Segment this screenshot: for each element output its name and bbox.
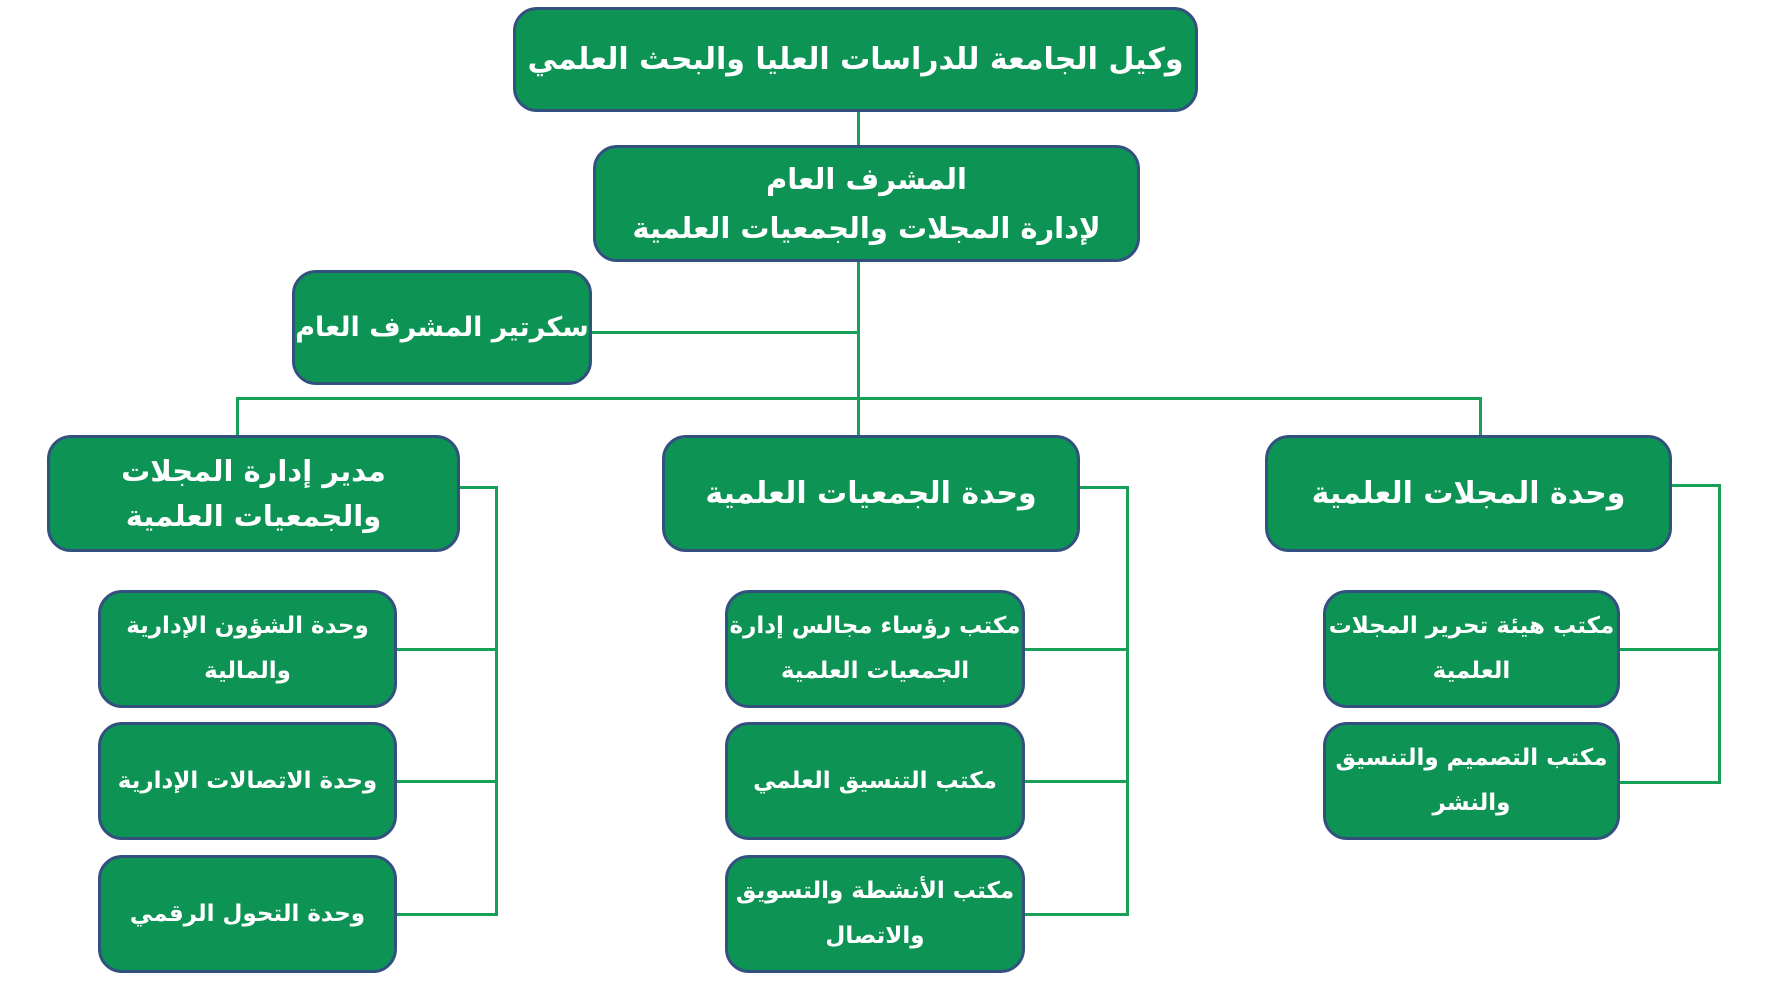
connector-stub-journals-unit [1479,397,1482,437]
node-activities-marketing-office: مكتب الأنشطة والتسويق والاتصال [725,855,1025,973]
node-label-line: وحدة الاتصالات الإدارية [117,767,378,794]
node-label-line: مكتب رؤساء مجالس إدارة [729,613,1021,640]
node-label-line: سكرتير المشرف العام [295,311,589,343]
connector-stub-director [236,397,239,437]
node-label-line: والاتصال [825,923,925,949]
node-label-line: والجمعيات العلمية [125,499,382,533]
node-label-line: المشرف العام [766,162,967,197]
node-label-line: وحدة التحول الرقمي [129,900,366,927]
connector-distributor [236,397,1482,400]
node-general-supervisor: المشرف العام لإدارة المجلات والجمعيات ال… [593,145,1140,262]
node-digital-transformation-unit: وحدة التحول الرقمي [98,855,397,973]
node-vice-rector: وكيل الجامعة للدراسات العليا والبحث العل… [513,7,1198,112]
node-boards-chairs-office: مكتب رؤساء مجالس إدارة الجمعيات العلمية [725,590,1025,708]
connector-admin-comms [396,780,496,783]
connector-editorial-office [1619,648,1719,651]
node-director: مدير إدارة المجلات والجمعيات العلمية [47,435,460,552]
connector-vice-rector-to-supervisor [857,110,860,148]
node-label-line: العلمية [1432,658,1511,684]
connector-digital [396,913,496,916]
node-label-line: مكتب التنسيق العلمي [753,767,997,794]
connector-design-office [1619,781,1719,784]
node-label-line: مكتب هيئة تحرير المجلات [1328,613,1615,640]
node-secretary: سكرتير المشرف العام [292,270,592,385]
connector-boards-office [1024,648,1127,651]
node-scientific-coordination-office: مكتب التنسيق العلمي [725,722,1025,840]
node-label-line: وحدة المجلات العلمية [1311,475,1626,511]
connector-director-to-spine [458,486,498,489]
connector-left-spine [495,486,498,916]
node-label-line: والمالية [204,658,291,684]
connector-societies-to-spine [1078,486,1129,489]
node-admin-comms-unit: وحدة الاتصالات الإدارية [98,722,397,840]
node-label-line: مدير إدارة المجلات [121,453,386,488]
node-label-line: والنشر [1432,790,1511,816]
connector-secretary [590,331,859,334]
connector-middle-spine [1126,486,1129,916]
node-admin-financial-unit: وحدة الشؤون الإدارية والمالية [98,590,397,708]
connector-supervisor-to-branches [857,260,860,437]
connector-admin-financial [396,648,496,651]
connector-journals-to-spine [1670,484,1721,487]
node-societies-unit: وحدة الجمعيات العلمية [662,435,1080,552]
connector-right-spine [1718,484,1721,784]
node-label-line: الجمعيات العلمية [780,658,970,684]
node-journals-unit: وحدة المجلات العلمية [1265,435,1672,552]
connector-activities-office [1024,913,1127,916]
node-label-line: وحدة الشؤون الإدارية [126,613,369,640]
node-label-line: مكتب الأنشطة والتسويق [735,878,1015,905]
node-label-line: وكيل الجامعة للدراسات العليا والبحث العل… [527,41,1184,77]
node-label-line: مكتب التصميم والتنسيق [1335,745,1608,772]
node-editorial-board-office: مكتب هيئة تحرير المجلات العلمية [1323,590,1620,708]
node-label-line: وحدة الجمعيات العلمية [705,475,1037,511]
node-design-publishing-office: مكتب التصميم والتنسيق والنشر [1323,722,1620,840]
connector-coordination-office [1024,780,1127,783]
node-label-line: لإدارة المجلات والجمعيات العلمية [632,210,1101,245]
